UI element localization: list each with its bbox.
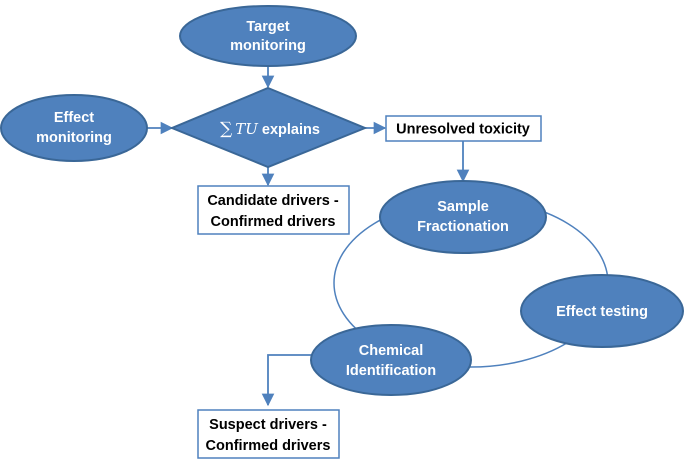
explains-text: explains — [258, 122, 320, 138]
tu-explains-label: ∑TU explains — [220, 119, 320, 139]
suspect-drivers-label-line1: Suspect drivers - — [209, 417, 327, 433]
sum-symbol: ∑ — [220, 119, 232, 139]
tu-explains-decision: ∑TU explains — [169, 86, 368, 169]
effect-testing-node: Effect testing — [520, 274, 684, 348]
suspect-drivers-box: Suspect drivers - Confirmed drivers — [197, 409, 340, 459]
sample-fractionation-label-line1: Sample — [437, 199, 489, 215]
unresolved-toxicity-label: Unresolved toxicity — [396, 122, 530, 138]
effect-monitoring-label-line1: Effect — [54, 110, 94, 126]
effect-monitoring-node: Effect monitoring — [0, 94, 148, 162]
chemical-identification-node: Chemical Identification — [310, 324, 472, 396]
sample-fractionation-label-line2: Fractionation — [417, 219, 509, 235]
candidate-drivers-label-line1: Candidate drivers - — [207, 193, 339, 209]
chemical-identification-label-line2: Identification — [346, 363, 436, 379]
target-monitoring-label-line2: monitoring — [230, 38, 306, 54]
chemical-identification-label-line1: Chemical — [359, 343, 423, 359]
effect-testing-label: Effect testing — [556, 304, 648, 320]
tu-symbol: TU — [235, 120, 259, 138]
target-monitoring-node: Target monitoring — [179, 5, 357, 67]
arrow-identification-to-suspect — [261, 354, 312, 407]
suspect-drivers-label-line2: Confirmed drivers — [206, 438, 331, 454]
candidate-drivers-label-line2: Confirmed drivers — [211, 214, 336, 230]
target-monitoring-label-line1: Target — [246, 19, 289, 35]
candidate-drivers-box: Candidate drivers - Confirmed drivers — [197, 185, 350, 235]
unresolved-toxicity-box: Unresolved toxicity — [385, 115, 542, 142]
effect-monitoring-label-line2: monitoring — [36, 130, 112, 146]
sample-fractionation-node: Sample Fractionation — [379, 180, 547, 254]
